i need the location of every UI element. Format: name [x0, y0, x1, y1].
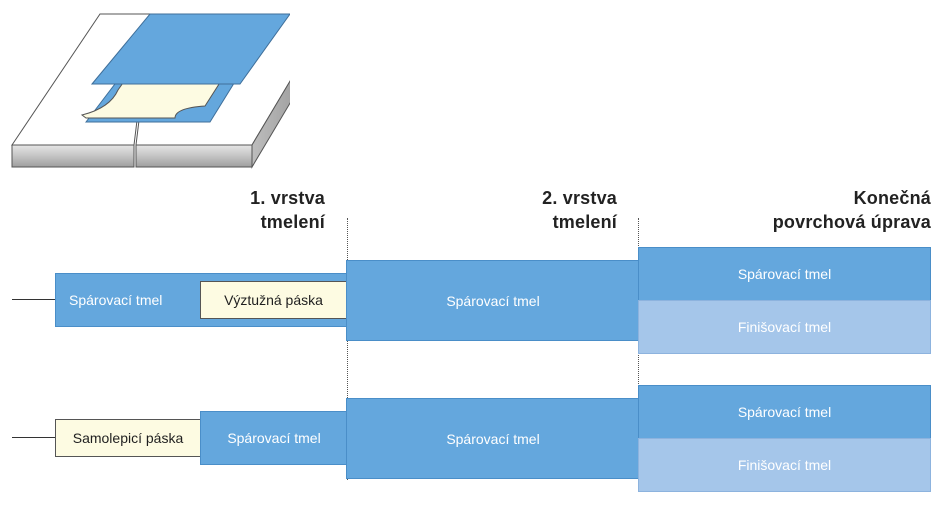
row2-finishing-compound: Finišovací tmel: [638, 438, 931, 492]
row2-joint-compound-3: Spárovací tmel: [638, 385, 931, 439]
heading-final: Konečná povrchová úprava: [711, 186, 931, 234]
heading-layer1-line1: 1. vrstva: [250, 188, 325, 208]
row2-lead-line: [12, 437, 56, 438]
row1-joint-compound-2: Spárovací tmel: [346, 260, 640, 341]
row2-joint-compound-2-label: Spárovací tmel: [446, 430, 540, 447]
row1-joint-compound-3: Spárovací tmel: [638, 247, 931, 301]
row1-reinforcing-tape: Výztužná páska: [200, 281, 347, 319]
row2-finishing-compound-label: Finišovací tmel: [737, 457, 832, 473]
heading-final-line2: povrchová úprava: [772, 212, 931, 232]
heading-layer2-line1: 2. vrstva: [542, 188, 617, 208]
heading-final-line1: Konečná: [853, 188, 931, 208]
separator-layer1: [347, 218, 348, 480]
heading-layer2: 2. vrstva tmelení: [457, 186, 617, 234]
heading-layer1-line2: tmelení: [260, 212, 325, 232]
row1-reinforcing-tape-label: Výztužná páska: [224, 292, 323, 308]
heading-layer2-line2: tmelení: [552, 212, 617, 232]
row2-joint-compound-3-label: Spárovací tmel: [737, 404, 832, 420]
heading-layer1: 1. vrstva tmelení: [165, 186, 325, 234]
row1-lead-line: [12, 299, 56, 300]
row1-joint-compound-3-label: Spárovací tmel: [737, 266, 832, 282]
row2-self-adhesive-tape: Samolepicí páska: [55, 419, 201, 457]
row2-self-adhesive-tape-label: Samolepicí páska: [72, 430, 184, 446]
drywall-joint-illustration: [11, 13, 290, 169]
row2-joint-compound-2: Spárovací tmel: [346, 398, 640, 479]
row1-finishing-compound: Finišovací tmel: [638, 300, 931, 354]
row2-joint-compound-1: Spárovací tmel: [200, 411, 348, 465]
row2-joint-compound-1-label: Spárovací tmel: [227, 430, 321, 446]
row1-joint-compound-1-label: Spárovací tmel: [69, 292, 163, 308]
top-compound-layer: [90, 13, 290, 85]
row1-finishing-compound-label: Finišovací tmel: [737, 319, 832, 335]
row1-joint-compound-2-label: Spárovací tmel: [446, 292, 540, 309]
